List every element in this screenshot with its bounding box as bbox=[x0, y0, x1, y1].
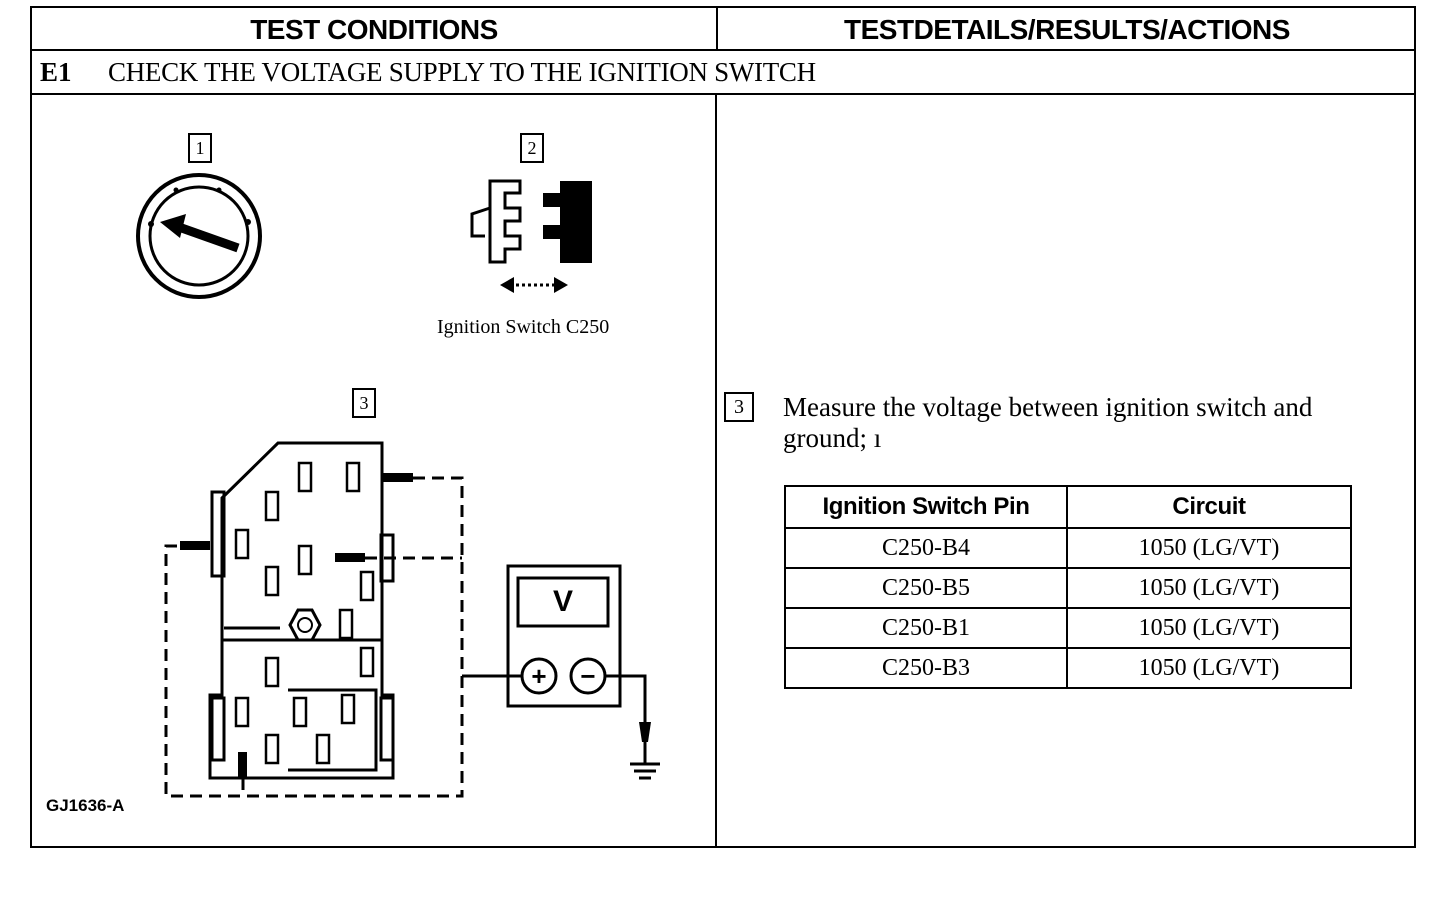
circuit-cell: 1050 (LG/VT) bbox=[1066, 647, 1352, 689]
figure-id: GJ1636-A bbox=[46, 796, 125, 815]
circuit-cell: 1050 (LG/VT) bbox=[1066, 527, 1352, 569]
step-id: E1 bbox=[40, 57, 72, 87]
ignition-switch-body-icon bbox=[208, 441, 395, 780]
callout-2: 2 bbox=[520, 133, 544, 163]
column-header-circuit: Circuit bbox=[1066, 485, 1352, 529]
step-title: CHECK THE VOLTAGE SUPPLY TO THE IGNITION… bbox=[108, 57, 816, 87]
table-row: C250-B3 1050 (LG/VT) bbox=[784, 647, 1352, 689]
table-row: C250-B5 1050 (LG/VT) bbox=[784, 567, 1352, 609]
step-row: E1 CHECK THE VOLTAGE SUPPLY TO THE IGNIT… bbox=[32, 51, 1414, 95]
ground-symbol-icon bbox=[630, 722, 660, 780]
pin-cell: C250-B4 bbox=[784, 527, 1068, 569]
header-test-conditions: TEST CONDITIONS bbox=[32, 8, 718, 51]
ignition-key-dial-icon bbox=[136, 173, 262, 299]
callout-3: 3 bbox=[352, 388, 376, 418]
negative-terminal-label: − bbox=[580, 661, 596, 691]
table-row: C250-B1 1050 (LG/VT) bbox=[784, 607, 1352, 649]
test-sheet: TEST CONDITIONS TESTDETAILS/RESULTS/ACTI… bbox=[30, 6, 1416, 848]
circuit-cell: 1050 (LG/VT) bbox=[1066, 567, 1352, 609]
instruction-callout-3: 3 bbox=[724, 392, 754, 422]
table-row: C250-B4 1050 (LG/VT) bbox=[784, 527, 1352, 569]
callout-1: 1 bbox=[188, 133, 212, 163]
header-test-details: TESTDETAILS/RESULTS/ACTIONS bbox=[718, 8, 1416, 51]
pin-circuit-table: Ignition Switch Pin Circuit C250-B4 1050… bbox=[784, 485, 1352, 689]
connector-caption: Ignition Switch C250 bbox=[437, 316, 610, 338]
instruction-text: Measure the voltage between ignition swi… bbox=[783, 392, 1313, 453]
pin-cell: C250-B5 bbox=[784, 567, 1068, 609]
table-header-row: Ignition Switch Pin Circuit bbox=[784, 485, 1352, 529]
positive-terminal-label: + bbox=[531, 661, 547, 691]
pin-cell: C250-B3 bbox=[784, 647, 1068, 689]
connector-c250-icon bbox=[470, 179, 592, 293]
column-header-pin: Ignition Switch Pin bbox=[784, 485, 1068, 529]
voltmeter-display-label: V bbox=[552, 585, 573, 618]
voltmeter-icon bbox=[462, 564, 647, 722]
circuit-cell: 1050 (LG/VT) bbox=[1066, 607, 1352, 649]
pin-cell: C250-B1 bbox=[784, 607, 1068, 649]
probe-leads-icon bbox=[180, 473, 413, 778]
column-divider bbox=[715, 95, 717, 846]
dashed-test-leads bbox=[164, 476, 464, 798]
